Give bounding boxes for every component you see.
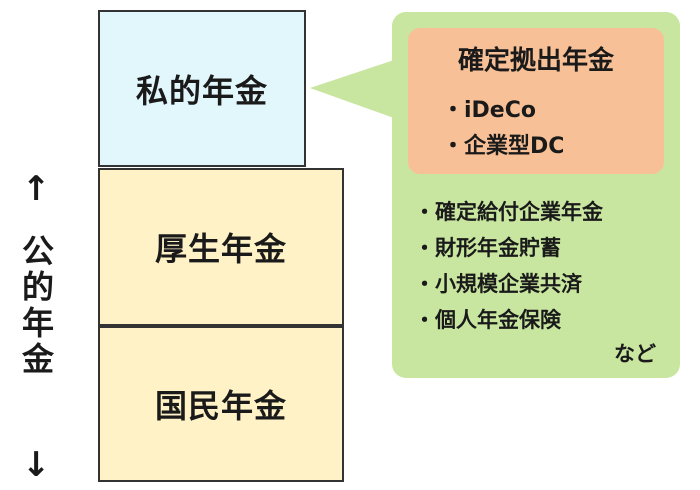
- employee-pension-box: 厚生年金: [98, 168, 344, 326]
- national-pension-box: 国民年金: [98, 326, 344, 482]
- down-arrow-icon: ↓: [21, 445, 51, 485]
- private-pension-label: 私的年金: [135, 71, 268, 110]
- private-pension-box: 私的年金: [98, 10, 306, 167]
- public-pension-bracket: ↑ 公的年金 ↓: [14, 172, 58, 482]
- list-item: ・個人年金保険: [414, 308, 561, 332]
- defined-contribution-title: 確定拠出年金: [457, 46, 614, 76]
- list-item: ・財形年金貯蓄: [414, 236, 561, 260]
- callout-tail: [310, 60, 394, 118]
- etc-label: など: [614, 342, 656, 366]
- list-item: ・確定給付企業年金: [414, 200, 603, 224]
- public-pension-label: 公的年金: [17, 234, 55, 378]
- national-pension-label: 国民年金: [154, 387, 287, 425]
- list-item: ・企業型DC: [442, 134, 565, 159]
- defined-contribution-box: 確定拠出年金 ・iDeCo ・企業型DC: [408, 28, 664, 174]
- list-item: ・小規模企業共済: [414, 272, 582, 296]
- list-item: ・iDeCo: [442, 98, 536, 123]
- employee-pension-label: 厚生年金: [154, 230, 287, 268]
- up-arrow-icon: ↑: [21, 169, 51, 209]
